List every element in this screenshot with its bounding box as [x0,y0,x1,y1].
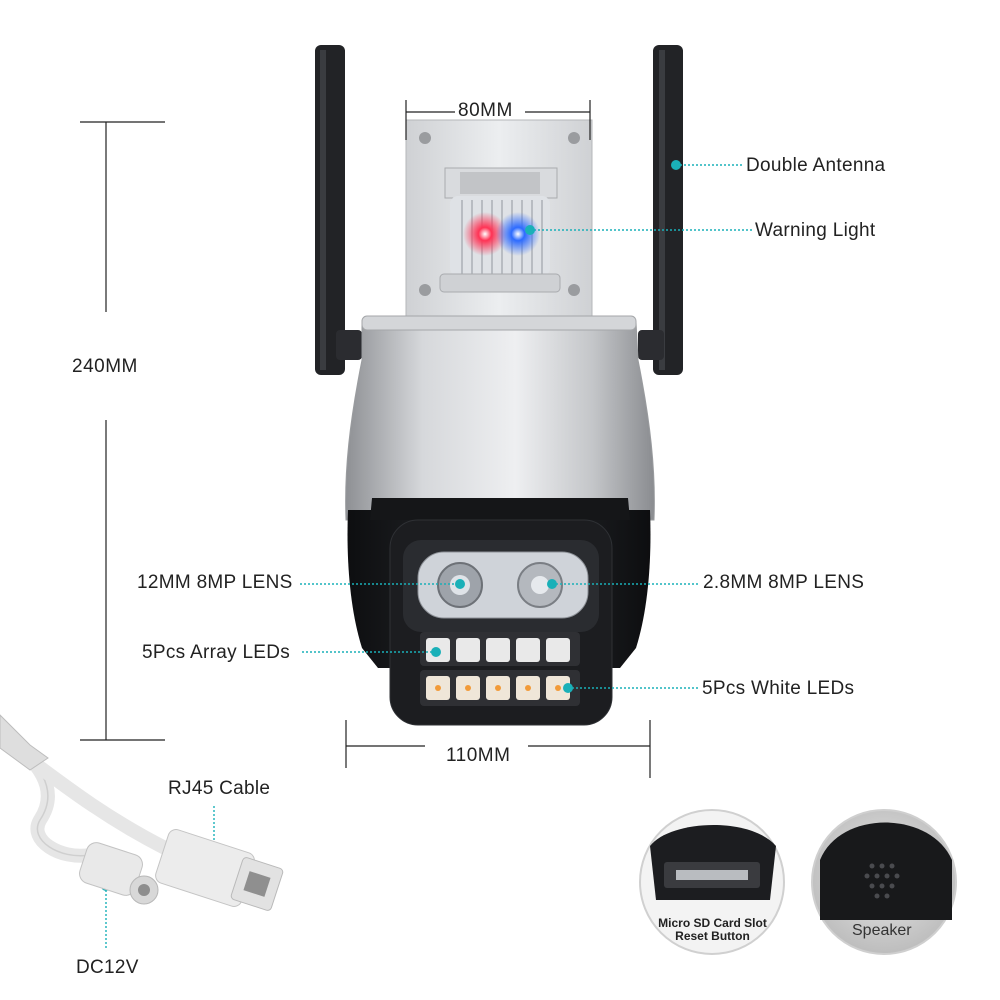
dimension-lines [80,100,651,778]
antenna-right [638,45,683,375]
label-warning-light: Warning Light [755,220,876,241]
antenna-left [315,45,362,375]
dim-bottom-width: 110MM [446,745,511,766]
camera-head [347,498,651,726]
label-array-leds: 5Pcs Array LEDs [142,642,291,663]
label-28mm-lens: 2.8MM 8MP LENS [703,572,865,593]
cable-assembly [0,714,284,911]
label-rj45-cable: RJ45 Cable [168,778,271,799]
speaker-inset [811,809,957,955]
callout-leaders [105,164,752,948]
warning-light [439,167,561,293]
label-double-antenna: Double Antenna [746,155,886,176]
dim-top-width: 80MM [458,100,513,121]
label-dc12v: DC12V [76,957,139,978]
sd-slot-caption-line2: Reset Button [675,929,750,943]
label-12mm-lens: 12MM 8MP LENS [137,572,293,593]
dim-height: 240MM [72,356,138,377]
sd-slot-caption: Micro SD Card Slot Reset Button [650,917,775,943]
camera-housing [345,315,655,521]
sd-slot-caption-line1: Micro SD Card Slot [658,916,767,930]
speaker-caption: Speaker [852,922,912,939]
sd-slot-inset [639,809,785,955]
label-white-leds: 5Pcs White LEDs [702,678,855,699]
